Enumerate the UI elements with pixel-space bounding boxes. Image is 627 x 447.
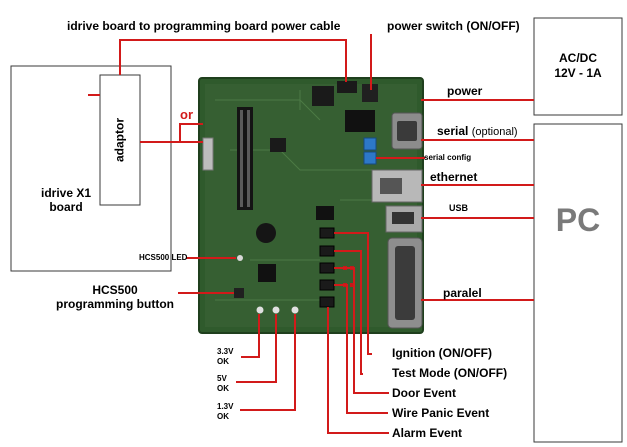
idrive-label-line2: board (49, 200, 83, 214)
cable-label: idrive board to programming board power … (67, 19, 341, 33)
adaptor-label: adaptor (112, 117, 127, 163)
hcs500-led-label: HCS500 LED (139, 253, 188, 262)
v13-label-line1: 1.3V (217, 402, 234, 411)
acdc-label-line2: 12V - 1A (554, 66, 602, 80)
v5-label-line1: 5V (217, 374, 227, 383)
hcs500-button-label-line2: programming button (56, 297, 174, 311)
adaptor-box (99, 74, 141, 206)
ethernet-label: ethernet (430, 170, 478, 184)
alarm-event-label: Alarm Event (392, 426, 463, 440)
paralel-label: paralel (443, 286, 482, 300)
connection-lines (88, 34, 534, 434)
serial-label-text: serial (437, 124, 469, 138)
power-label: power (447, 84, 483, 98)
wire-panic-label: Wire Panic Event (392, 406, 490, 420)
serial-optional-text: (optional) (471, 126, 518, 138)
power-switch-label: power switch (ON/OFF) (387, 19, 520, 33)
v5-label-line2: OK (217, 384, 229, 393)
serial-label: serial (optional) (437, 124, 518, 138)
acdc-box (533, 17, 623, 116)
test-mode-label: Test Mode (ON/OFF) (392, 366, 508, 380)
v33-label-line1: 3.3V (217, 347, 234, 356)
hcs500-button-label-line1: HCS500 (92, 283, 138, 297)
usb-label: USB (449, 203, 469, 213)
ignition-label: Ignition (ON/OFF) (392, 346, 492, 360)
idrive-label-line1: idrive X1 (40, 186, 92, 200)
pc-box (533, 123, 623, 443)
pc-label: PC (555, 202, 601, 238)
or-label: or (180, 107, 193, 122)
v13-label-line2: OK (217, 412, 229, 421)
idrive-x1-board-box (10, 65, 172, 272)
programming-board-photo (198, 77, 424, 334)
serial-config-label: serial config (424, 153, 472, 162)
v33-label-line2: OK (217, 357, 229, 366)
door-event-label: Door Event (392, 386, 457, 400)
acdc-label-line1: AC/DC (559, 51, 597, 65)
